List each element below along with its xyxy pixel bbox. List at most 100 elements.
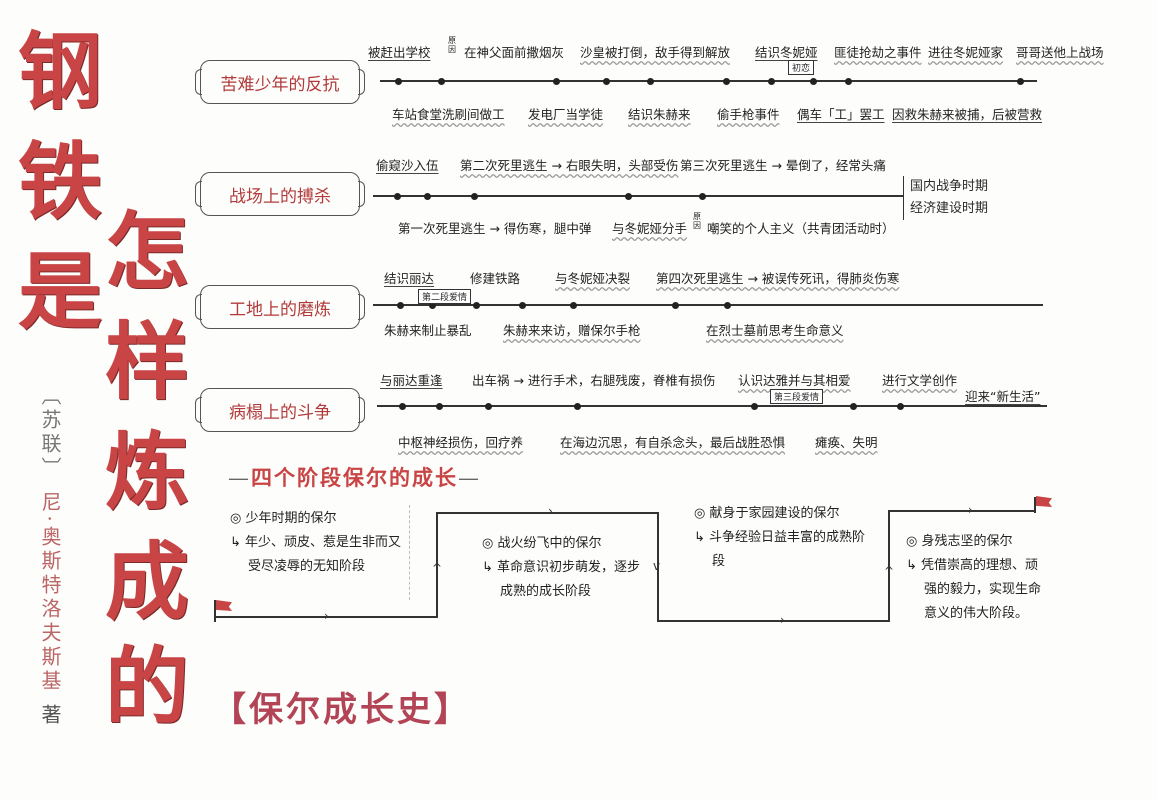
event-label: 发电厂当学徒 [528, 107, 604, 122]
event-label: 中枢神经损伤，回疗养 [398, 435, 524, 450]
event-label: 偷窥沙入伍 [376, 158, 439, 173]
event-label: 结识丽达 [384, 271, 435, 286]
stage-youth: ◎ 少年时期的保尔 ↳ 年少、顽皮、惹是生非而又受尽凌辱的无知阶段 [230, 511, 402, 574]
start-flag-icon [216, 600, 232, 611]
event-label: 沙皇被打倒，敌手得到解放 [580, 45, 731, 60]
event-dot [570, 302, 577, 309]
section-label-worksite: 工地上的磨炼 [195, 285, 365, 329]
arrow-right-icon: › [968, 503, 973, 517]
event-dot [625, 193, 632, 200]
event-dot [399, 403, 406, 410]
title-char: 样 [105, 312, 190, 411]
event-label: 出车祸 → 进行手术，右腿残废，脊椎有损伤 [472, 373, 716, 388]
tag-second-love: 第二段爱情 [418, 289, 472, 304]
event-label: 哥哥送他上战场 [1016, 45, 1104, 60]
author-suffix: 著 [38, 704, 62, 729]
arrow-right-icon: › [548, 504, 553, 518]
event-dot [424, 193, 431, 200]
event-label: 瘫痪、失明 [815, 435, 878, 450]
event-label: 在神父面前撒烟灰 [464, 45, 565, 60]
event-label: 偶车「工」罢工 [797, 107, 885, 122]
stage-head: 献身于家园建设的保尔 [709, 506, 840, 521]
event-label: 在海边沉思，有自杀念头，最后战胜恐惧 [560, 435, 786, 450]
end-flag-icon [1036, 496, 1052, 507]
event-dot [603, 78, 610, 85]
event-note: 原因 [693, 212, 701, 230]
branch-arrow-icon: ↳ [694, 530, 705, 545]
stage-war: ◎ 战火纷飞中的保尔 ↳ 革命意识初步萌发，逐步成熟的成长阶段 [482, 536, 641, 599]
event-dot [436, 403, 443, 410]
title-char: 是 [18, 242, 103, 341]
author-credit: 〔苏联〕 尼·奥斯特洛夫斯基 著 [36, 385, 65, 728]
event-label: 第二次死里逃生 → 右眼失明，头部受伤 [460, 158, 679, 173]
event-dot [553, 78, 560, 85]
event-label: 与冬妮娅分手 [612, 221, 688, 236]
stage-desc: 年少、顽皮、惹是生非而又受尽凌辱的无知阶段 [245, 535, 402, 574]
period-economic-construction: 经济建设时期 [910, 201, 989, 216]
event-dot [519, 302, 526, 309]
event-label: 结识朱赫来 [628, 107, 691, 122]
event-dot [845, 78, 852, 85]
stage-head: 少年时期的保尔 [245, 511, 337, 526]
period-bracket: 国内战争时期 经济建设时期 [903, 176, 988, 220]
period-civil-war: 国内战争时期 [910, 179, 989, 194]
event-label: 偷手枪事件 [717, 107, 780, 122]
event-label: 第四次死里逃生 → 被误传死讯，得肺炎伤寒 [656, 271, 900, 286]
arrow-right-icon: › [324, 609, 329, 623]
section-label-youth: 苦难少年的反抗 [195, 60, 365, 104]
event-dot [397, 302, 404, 309]
event-dot [768, 78, 775, 85]
timeline-battlefield [373, 195, 903, 197]
title-char: 炼 [105, 422, 190, 521]
timeline-youth [380, 80, 1037, 82]
title-char: 成 [105, 532, 190, 631]
arrow-up-icon: ^ [884, 564, 895, 578]
event-dot [473, 302, 480, 309]
event-label: 朱赫来制止暴乱 [384, 323, 472, 338]
stage-disabled-resolute: ◎ 身残志坚的保尔 ↳ 凭借崇高的理想、顽强的毅力，实现生命意义的伟大阶段。 [906, 534, 1042, 621]
event-label: 车站食堂洗刷间做工 [392, 107, 505, 122]
event-label: 与丽达重逢 [380, 373, 443, 388]
paul-growth-history-title: 【保尔成长史】 [212, 690, 471, 730]
event-label: 嘲笑的个人主义（共青团活动时） [707, 221, 895, 236]
event-label: 结识冬妮娅 [755, 45, 818, 60]
timeline-worksite [373, 304, 1043, 306]
event-dot [574, 403, 581, 410]
stage-construction: ◎ 献身于家园建设的保尔 ↳ 斗争经验日益丰富的成熟阶段 [694, 506, 866, 569]
flag-pole [1034, 497, 1036, 513]
event-label: 被赶出学校 [368, 45, 431, 60]
event-label: 进往冬妮娅家 [928, 45, 1004, 60]
tag-first-love: 初恋 [788, 60, 815, 75]
event-label: 认识达雅并与其相爱 [738, 373, 851, 388]
event-label: 朱赫来来访，赠保尔手枪 [503, 323, 641, 338]
stage-desc: 斗争经验日益丰富的成熟阶段 [709, 530, 866, 569]
branch-arrow-icon: ↳ [906, 558, 917, 573]
event-label: 修建铁路 [470, 271, 521, 286]
event-dot [751, 403, 758, 410]
title-char: 怎 [105, 202, 190, 301]
event-dot [850, 403, 857, 410]
branch-arrow-icon: ↳ [482, 560, 493, 575]
event-note: 原因 [448, 36, 456, 54]
timeline-sickbed [377, 405, 1047, 407]
tag-third-love: 第三段爱情 [770, 389, 824, 404]
event-dot [485, 403, 492, 410]
event-dot [810, 78, 817, 85]
event-label: 与冬妮娅决裂 [555, 271, 631, 286]
event-dot [429, 302, 436, 309]
stage-head: 战火纷飞中的保尔 [497, 536, 602, 551]
event-dot [672, 302, 679, 309]
arrow-up-icon: ^ [432, 561, 443, 575]
arrow-down-icon: v [653, 559, 661, 573]
event-dot [394, 193, 401, 200]
event-dot [647, 78, 654, 85]
stage-desc: 革命意识初步萌发，逐步成熟的成长阶段 [497, 560, 641, 599]
event-dot [438, 78, 445, 85]
event-dot [724, 302, 731, 309]
title-char: 的 [105, 637, 190, 736]
event-label: 匪徒抢劫之事件 [834, 45, 922, 60]
arrow-right-icon: › [780, 613, 785, 627]
event-label: 在烈士墓前思考生命意义 [706, 323, 844, 338]
author-name: 尼·奥斯特洛夫斯基 [38, 491, 62, 694]
stage-desc: 凭借崇高的理想、顽强的毅力，实现生命意义的伟大阶段。 [921, 558, 1042, 621]
